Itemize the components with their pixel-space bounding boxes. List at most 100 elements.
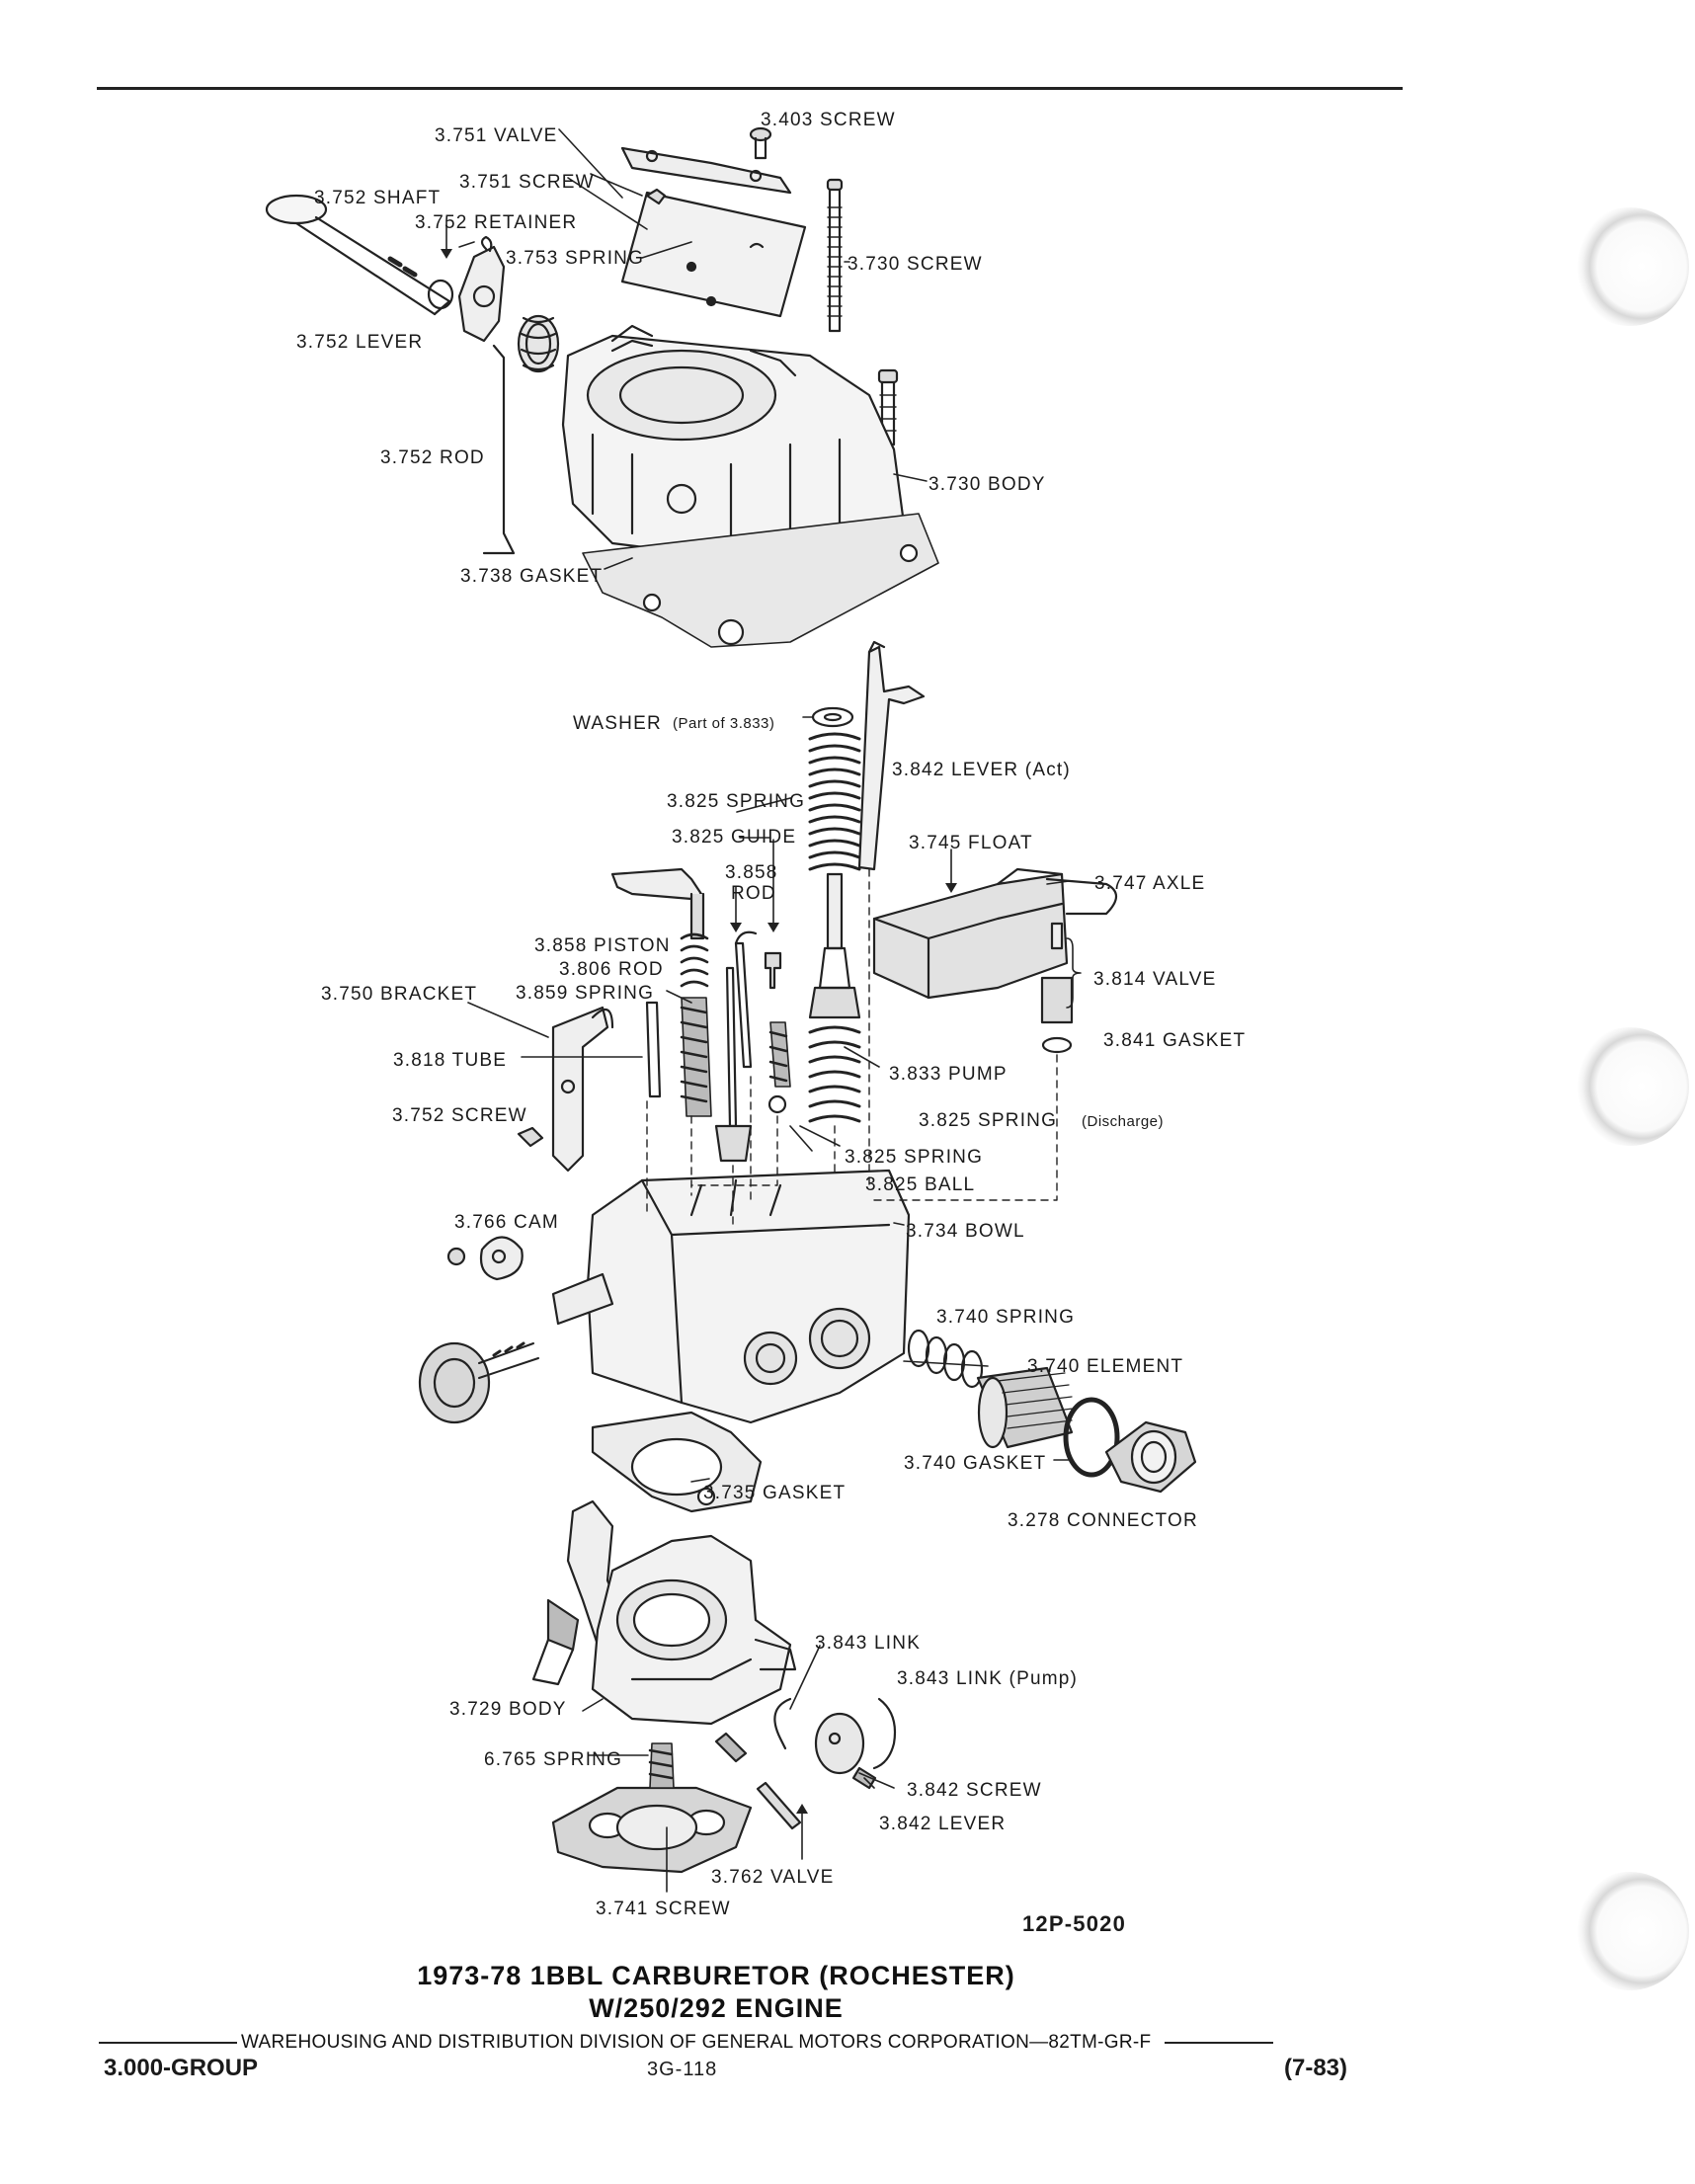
fast-idle-cam: [446, 1236, 524, 1281]
float-axle: [1045, 877, 1118, 916]
choke-spring-coil: [517, 314, 560, 373]
choke-rod: [482, 344, 516, 555]
label-ball-3825: 3.825 BALL: [865, 1174, 975, 1195]
label-gasket-3738: 3.738 GASKET: [460, 566, 603, 587]
label-bowl-3734: 3.734 BOWL: [906, 1221, 1025, 1242]
label-pump-3833: 3.833 PUMP: [889, 1064, 1008, 1085]
rod-3858: [734, 930, 758, 1069]
label-discharge-note: (Discharge): [1082, 1113, 1164, 1130]
label-rod-3858-num: 3.858: [725, 862, 778, 883]
throttle-body-3729: [591, 1534, 797, 1726]
discharge-spring-coil: [808, 1025, 861, 1123]
pump-link-hook: [872, 1697, 897, 1770]
label-lever-3842: 3.842 LEVER: [879, 1814, 1006, 1834]
label-spring-3740: 3.740 SPRING: [936, 1307, 1075, 1328]
label-bracket-3750: 3.750 BRACKET: [321, 984, 477, 1005]
label-valve-3762: 3.762 VALVE: [711, 1867, 834, 1888]
label-spring-3859: 3.859 SPRING: [516, 983, 654, 1004]
label-valve-3814: 3.814 VALVE: [1093, 969, 1216, 990]
float-bowl-body: [551, 1169, 911, 1424]
label-piston-3858: 3.858 PISTON: [534, 935, 671, 956]
label-valve-3751: 3.751 VALVE: [435, 125, 557, 146]
label-body-3729: 3.729 BODY: [449, 1699, 567, 1720]
pump-return-spring: [808, 732, 861, 871]
label-rod-3806: 3.806 ROD: [559, 959, 664, 980]
label-gasket-3740: 3.740 GASKET: [904, 1453, 1046, 1474]
guide-3825: [764, 951, 782, 990]
part-labels: 3.403 SCREW 3.751 VALVE 3.751 SCREW 3.75…: [296, 110, 1246, 1936]
label-gasket-3841: 3.841 GASKET: [1103, 1030, 1246, 1051]
label-rod-3858-word: ROD: [731, 883, 776, 904]
rod-3806: [714, 966, 753, 1163]
label-spring-6765: 6.765 SPRING: [484, 1749, 622, 1770]
label-washer: WASHER: [573, 713, 662, 734]
long-screw-3730: [826, 178, 844, 333]
piston-rod-assembly: [610, 867, 709, 988]
label-spring-3825: 3.825 SPRING: [667, 791, 805, 812]
binder-hole-bottom: [1571, 1872, 1689, 1990]
label-element-3740: 3.740 ELEMENT: [1027, 1356, 1183, 1377]
footer-group-label: 3.000-GROUP: [104, 2055, 259, 2081]
bracket-3750: [551, 1006, 614, 1173]
float-part: [872, 867, 1069, 1000]
label-link-3843: 3.843 LINK: [815, 1633, 921, 1654]
leader-lines: [445, 128, 1082, 1893]
label-axle-3747: 3.747 AXLE: [1094, 873, 1205, 894]
label-float-3745: 3.745 FLOAT: [909, 833, 1033, 853]
label-guide-3825: 3.825 GUIDE: [672, 827, 796, 848]
idle-mixture-valve: [714, 1732, 802, 1830]
pump-plunger: [808, 872, 861, 1019]
choke-shaft: [265, 194, 451, 316]
pump-link-disc: [814, 1712, 865, 1775]
label-screw-3730: 3.730 SCREW: [848, 254, 983, 275]
top-rule: [97, 87, 1403, 90]
label-lever-3752: 3.752 LEVER: [296, 332, 423, 353]
choke-lever: [457, 235, 506, 343]
screw-3751-part: [645, 188, 667, 205]
pump-link-3843: [773, 1697, 792, 1750]
needle-valve: [1040, 922, 1074, 1054]
label-gasket-3735: 3.735 GASKET: [703, 1483, 846, 1503]
screw-3403-part: [749, 126, 772, 160]
choke-thermostat: [418, 1341, 539, 1424]
pump-washer: [811, 706, 854, 728]
inlet-connector: [1104, 1420, 1197, 1494]
pump-lever-act: [857, 640, 926, 871]
air-horn-gasket-3738: [582, 513, 939, 648]
footer-division: WAREHOUSING AND DISTRIBUTION DIVISION OF…: [99, 2032, 1363, 2054]
label-screw-3751: 3.751 SCREW: [459, 172, 595, 193]
screw-3752-part: [517, 1126, 544, 1148]
label-screw-3752: 3.752 SCREW: [392, 1105, 527, 1126]
label-body-3730: 3.730 BODY: [928, 474, 1046, 495]
label-figure-code: 12P-5020: [1022, 1911, 1126, 1936]
air-horn-body: [561, 324, 906, 565]
figure-caption-line2: W/250/292 ENGINE: [589, 1993, 844, 2023]
choke-valve-plate: [620, 191, 807, 318]
filter-spring-3740: [907, 1329, 984, 1389]
label-spring-3825-discharge: 3.825 SPRING: [919, 1110, 1057, 1131]
footer-page-number: 3G-118: [647, 2059, 718, 2080]
filter-gasket-3740: [1063, 1397, 1120, 1478]
label-screw-3403: 3.403 SCREW: [761, 110, 896, 130]
label-lever-3842-act: 3.842 LEVER (Act): [892, 760, 1071, 780]
label-cam-3766: 3.766 CAM: [454, 1212, 559, 1233]
choke-bracket: [620, 146, 792, 195]
spring-3859: [680, 997, 712, 1117]
retainer-ring: [427, 279, 454, 310]
label-screw-3842: 3.842 SCREW: [907, 1780, 1042, 1801]
label-spring-3825-b: 3.825 SPRING: [845, 1147, 983, 1168]
footer-date: (7-83): [1284, 2055, 1348, 2081]
label-shaft-3752: 3.752 SHAFT: [314, 188, 441, 208]
ball-3825: [767, 1094, 787, 1114]
label-retainer-3752: 3.752 RETAINER: [415, 212, 577, 233]
label-washer-note: (Part of 3.833): [673, 715, 774, 732]
footer-division-text: WAREHOUSING AND DISTRIBUTION DIVISION OF…: [241, 2032, 1152, 2053]
filter-element-3740: [976, 1366, 1074, 1449]
label-tube-3818: 3.818 TUBE: [393, 1050, 507, 1071]
binder-hole-top: [1571, 207, 1689, 326]
dashed-assembly-lines: [646, 868, 1058, 1226]
binder-hole-middle: [1571, 1027, 1689, 1146]
throttle-flange: [551, 1786, 753, 1874]
